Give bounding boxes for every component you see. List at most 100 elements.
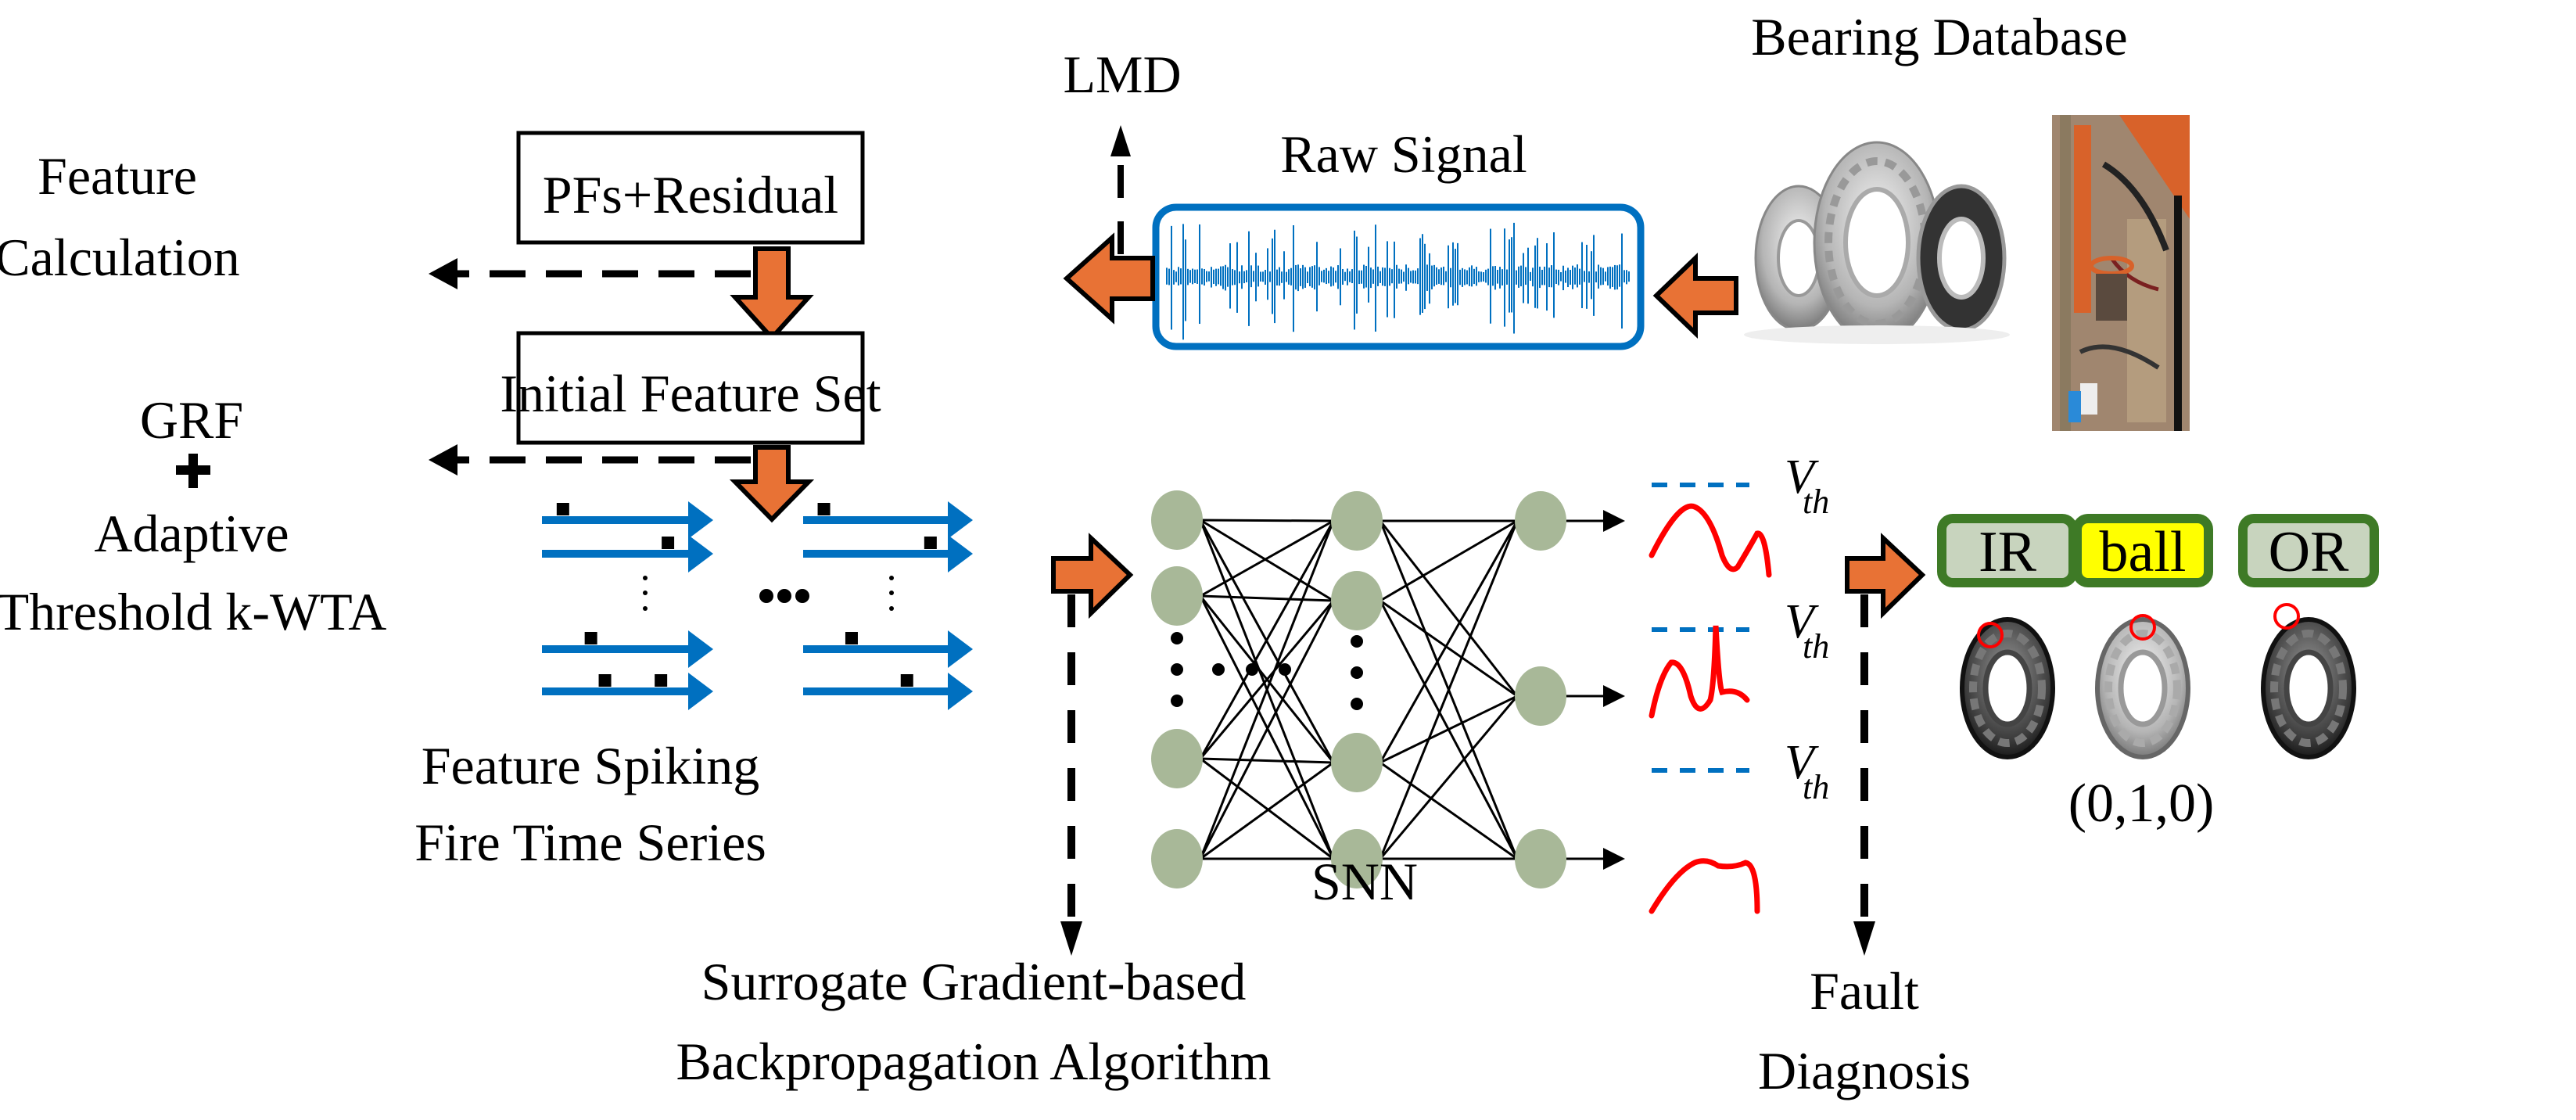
vth-subscript: th [1803, 483, 1829, 521]
snn-ellipsis-dot [1351, 666, 1363, 679]
pfs-residual-box: PFs+Residual [516, 131, 865, 245]
pfs-residual-label: PFs+Residual [543, 165, 838, 224]
vth-label: V [1785, 451, 1819, 504]
fault-class-label: ball [2100, 520, 2187, 584]
bearing-bore [1982, 649, 2032, 727]
snn-connection [1379, 520, 1519, 763]
spike-train-arrowhead [948, 535, 973, 573]
snn-ellipsis-dot [1279, 663, 1291, 676]
spike-train-arrowhead [948, 501, 973, 539]
snn-neuron [1331, 829, 1383, 888]
output-code: (0,1,0) [2068, 774, 2215, 834]
vth-subscript: th [1803, 768, 1829, 806]
fault-label-line1: Fault [1810, 961, 1919, 1021]
fault-class-or: OR [2238, 514, 2379, 759]
flow-arrow-signal-to-lmd [1063, 232, 1155, 325]
vth-label: V [1785, 736, 1819, 789]
snn-neuron [1331, 733, 1383, 792]
bearing-balls [2104, 630, 2181, 747]
bearing-balls [1969, 630, 2046, 747]
threshold-kwta-label: Threshold k-WTA [0, 582, 386, 641]
membrane-potential-curve [1649, 858, 1760, 914]
bearing-bore [2284, 649, 2334, 727]
snn-ellipsis-dot [1351, 698, 1363, 710]
snn-connection [1379, 520, 1519, 860]
snn-neuron [1151, 566, 1203, 626]
snn-connection [1379, 761, 1518, 860]
bearing-balls [2270, 630, 2347, 747]
grf-dashed-arrow [429, 444, 751, 476]
snn-ellipsis-dot [1351, 635, 1363, 648]
flow-arrow-feature-set-to-spikes [729, 445, 815, 523]
fault-class-tag [2072, 514, 2213, 587]
snn-output-arrowhead [1603, 510, 1625, 532]
fault-label-line2: Diagnosis [1758, 1041, 1971, 1100]
snn-output-arrowhead [1603, 848, 1625, 870]
snn-ellipsis-dot [1246, 663, 1258, 676]
initial-feature-set-box: Initial Feature Set [500, 331, 881, 445]
grf-label: GRF [140, 390, 243, 450]
surrogate-label-line1: Surrogate Gradient-based [701, 952, 1247, 1011]
snn-connection [1200, 757, 1334, 860]
spike-mark [584, 632, 597, 644]
fault-location-marker [1977, 622, 2004, 648]
raw-signal-label: Raw Signal [1280, 124, 1527, 184]
spike-mark [556, 503, 569, 515]
bearing-database-label: Bearing Database [1751, 7, 2127, 66]
snn-neuron [1331, 491, 1383, 551]
flow-arrow-spikes-to-snn [1051, 533, 1134, 619]
bearing-bore [2118, 649, 2168, 727]
snn-connection [1200, 519, 1334, 522]
feature-spike-trains [542, 501, 973, 710]
snn-connection [1199, 520, 1335, 759]
spike-mark [817, 503, 831, 515]
lmd-label: LMD [1063, 45, 1181, 104]
fault-class-tag [2238, 514, 2379, 587]
snn-ellipsis-dot [1171, 695, 1183, 707]
flow-arrow-to-diagnosis [1845, 533, 1926, 619]
fault-location-marker [2129, 614, 2156, 641]
fault-class-label: OR [2269, 520, 2349, 584]
spike-ellipsis [643, 576, 894, 611]
snn-label: SNN [1311, 852, 1418, 911]
spike-train-arrowhead [688, 535, 713, 573]
snn-neuron [1515, 491, 1566, 551]
spike-train-arrowhead [948, 630, 973, 668]
initial-feature-set-label: Initial Feature Set [500, 364, 881, 423]
snn-ellipsis-dot [1171, 663, 1183, 676]
spike-mark [900, 674, 913, 687]
spike-mark [662, 537, 675, 549]
spike-train-arrowhead [688, 630, 713, 668]
spike-train-arrowhead [948, 673, 973, 710]
membrane-potential-curve [1649, 625, 1750, 719]
bearings-photo [1744, 141, 2010, 344]
test-rig-photo [2052, 115, 2190, 431]
snn-connections [1199, 519, 1519, 860]
fault-location-marker [2273, 603, 2300, 630]
snn-connection [1379, 520, 1519, 697]
flow-arrow-pfs-to-feature-set [730, 246, 814, 342]
snn-connection [1379, 599, 1518, 698]
vth-label: V [1785, 595, 1819, 648]
snn-connection [1200, 757, 1334, 764]
raw-signal-plot [1152, 203, 1645, 350]
feature-calc-line1: Feature [38, 146, 197, 206]
snn-network [1151, 490, 1625, 888]
membrane-trace: Vth [1649, 595, 1829, 719]
spike-train-arrowhead [688, 673, 713, 710]
spike-train-arrowhead [688, 501, 713, 539]
snn-neuron [1515, 829, 1566, 888]
snn-connection [1200, 519, 1334, 598]
fault-diagnosis-dashed-arrow [1853, 594, 1875, 956]
adaptive-label: Adaptive [94, 504, 289, 563]
snn-neuron [1151, 729, 1203, 788]
spiking-label-line1: Feature Spiking [422, 736, 760, 795]
surrogate-dashed-arrow [1060, 594, 1082, 956]
membrane-trace: Vth [1649, 736, 1829, 914]
snn-neuron [1151, 490, 1203, 550]
membrane-trace: Vth [1649, 451, 1829, 578]
snn-connection [1199, 600, 1335, 860]
plus-icon [176, 454, 210, 488]
